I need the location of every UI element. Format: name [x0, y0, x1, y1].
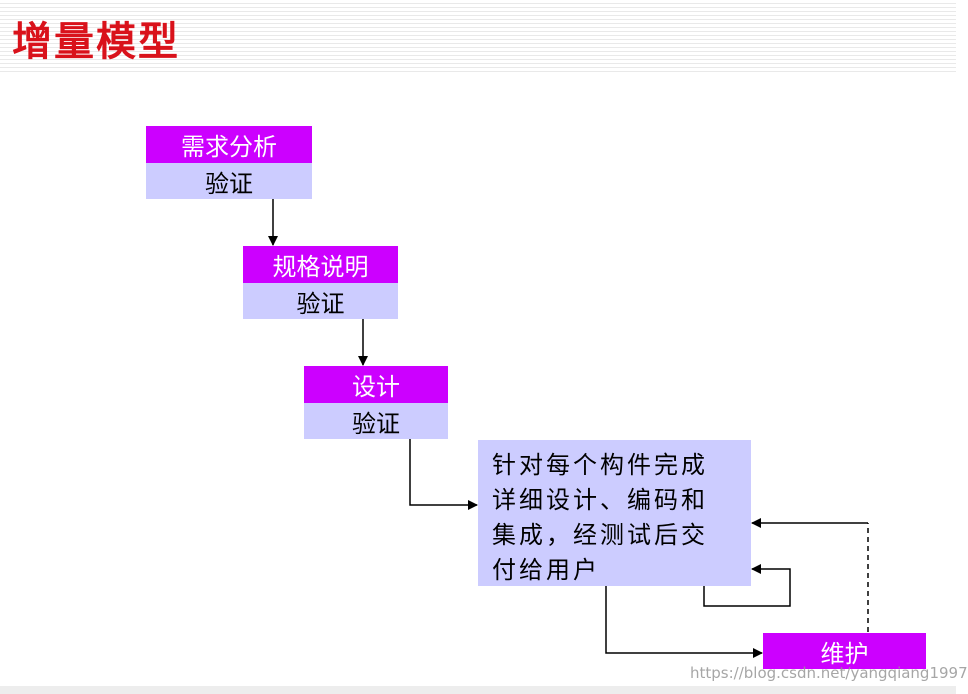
maintenance-box: 维护 [763, 633, 926, 669]
stage-specification-label: 规格说明 [243, 246, 398, 283]
increment-line-2: 详细设计、编码和 [492, 486, 708, 514]
arrow-increment-loop [703, 564, 791, 607]
increment-line-1: 针对每个构件完成 [492, 451, 708, 479]
increment-box: 针对每个构件完成 详细设计、编码和 集成，经测试后交 付给用户 [478, 440, 751, 586]
stage-requirements: 需求分析 验证 [146, 126, 312, 199]
bottom-strip [0, 686, 956, 694]
increment-line-3: 集成，经测试后交 [492, 521, 708, 549]
slide-title: 增量模型 [12, 19, 180, 65]
stage-specification-verify: 验证 [243, 283, 398, 319]
increment-line-4: 付给用户 [492, 556, 600, 584]
arrow-design-to-increment [409, 439, 478, 510]
stage-requirements-label: 需求分析 [146, 126, 312, 163]
header-background [0, 0, 956, 72]
stage-design: 设计 验证 [304, 366, 448, 439]
stage-design-label: 设计 [304, 366, 448, 403]
stage-requirements-verify: 验证 [146, 163, 312, 199]
watermark: https://blog.csdn.net/yangqiang1997 [690, 664, 968, 682]
arrow-increment-to-maintenance [605, 586, 763, 658]
stage-specification: 规格说明 验证 [243, 246, 398, 319]
stage-design-verify: 验证 [304, 403, 448, 439]
